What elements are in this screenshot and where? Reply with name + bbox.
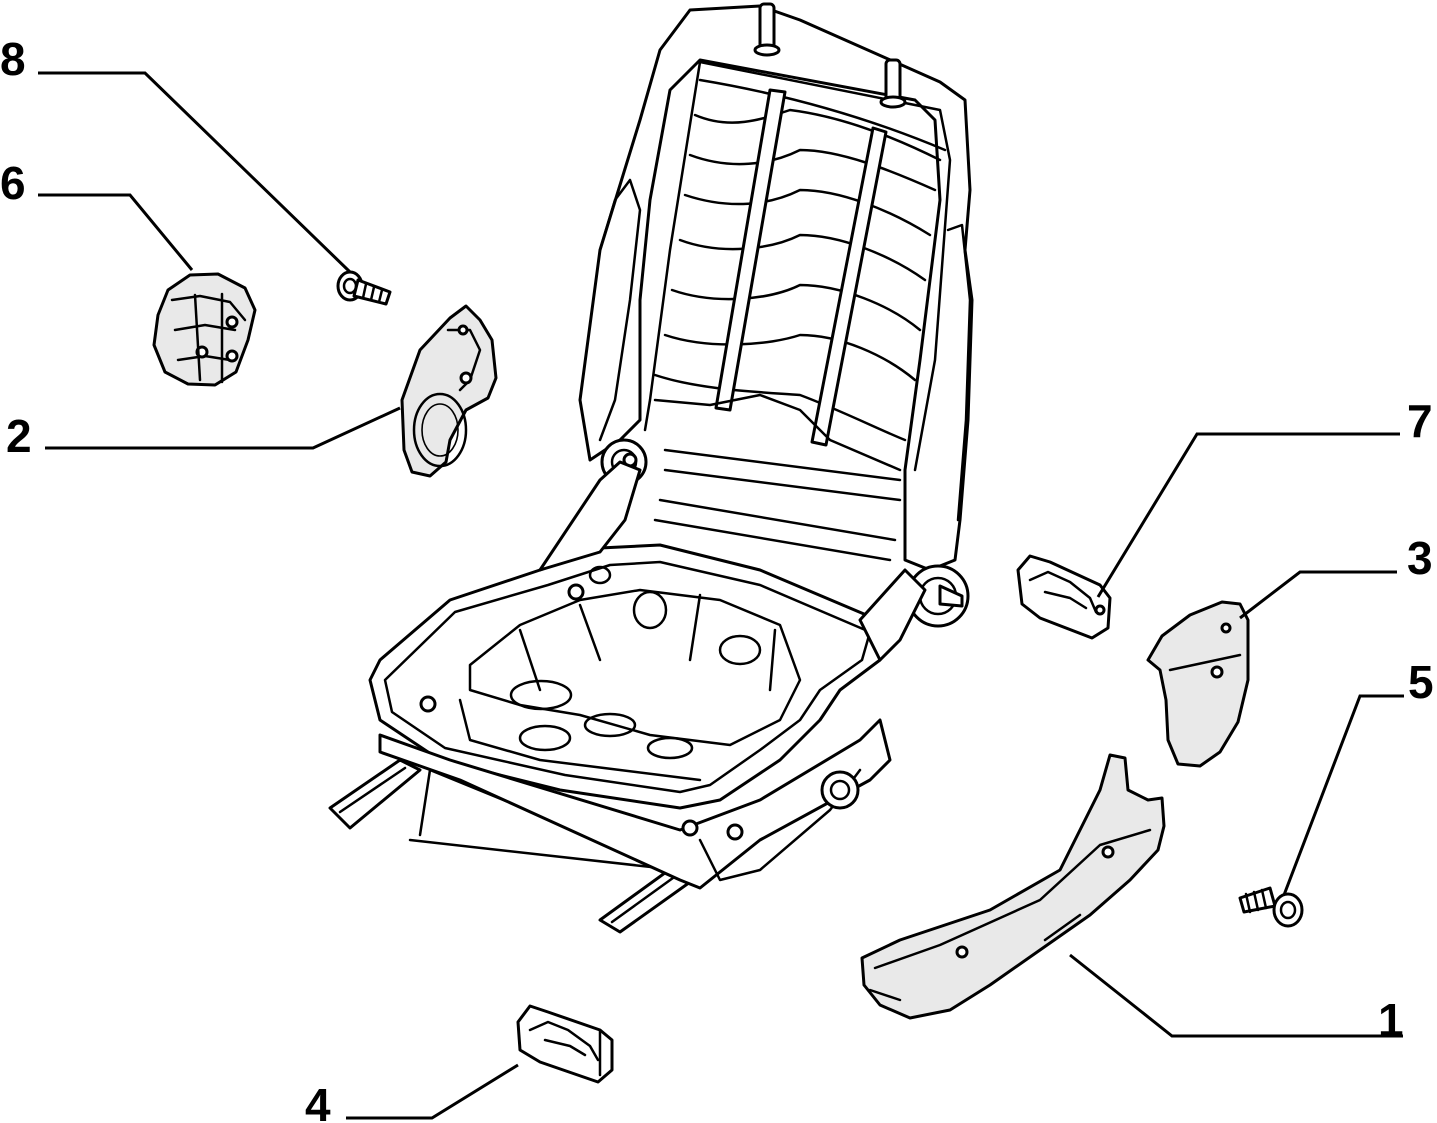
part-8-screw-left xyxy=(336,270,392,306)
backrest-frame xyxy=(578,2,974,628)
leader-4 xyxy=(346,1063,519,1120)
part-2-recliner-cover-left xyxy=(400,304,498,478)
leader-5 xyxy=(1282,694,1404,896)
seat-frame-assembly xyxy=(328,2,974,934)
leader-6 xyxy=(38,193,194,271)
callout-1: 1 xyxy=(1378,994,1404,1046)
leader-3 xyxy=(1239,570,1397,620)
leader-1 xyxy=(1069,953,1403,1038)
callout-3: 3 xyxy=(1407,532,1433,584)
callout-2: 2 xyxy=(6,410,32,462)
part-1-side-trim-cover xyxy=(860,753,1166,1020)
part-5-screw-right xyxy=(1238,886,1304,928)
leader-7 xyxy=(1096,432,1400,598)
leader-8 xyxy=(38,71,352,274)
seat-cushion-frame xyxy=(368,460,927,810)
callout-4: 4 xyxy=(305,1079,331,1123)
callout-7: 7 xyxy=(1407,395,1433,447)
seat-rails xyxy=(328,718,892,934)
callout-5: 5 xyxy=(1408,656,1434,708)
part-7-clip-rear xyxy=(1016,554,1112,640)
part-6-recliner-knob xyxy=(152,272,257,387)
leader-lines xyxy=(38,71,1404,1120)
callout-6: 6 xyxy=(0,157,26,209)
leader-2 xyxy=(45,406,401,450)
part-4-clip-front xyxy=(516,1004,614,1084)
part-3-recliner-cover-right xyxy=(1146,600,1250,768)
callout-labels: 8 6 2 7 3 5 1 4 xyxy=(0,33,1434,1123)
callout-8: 8 xyxy=(0,33,26,85)
